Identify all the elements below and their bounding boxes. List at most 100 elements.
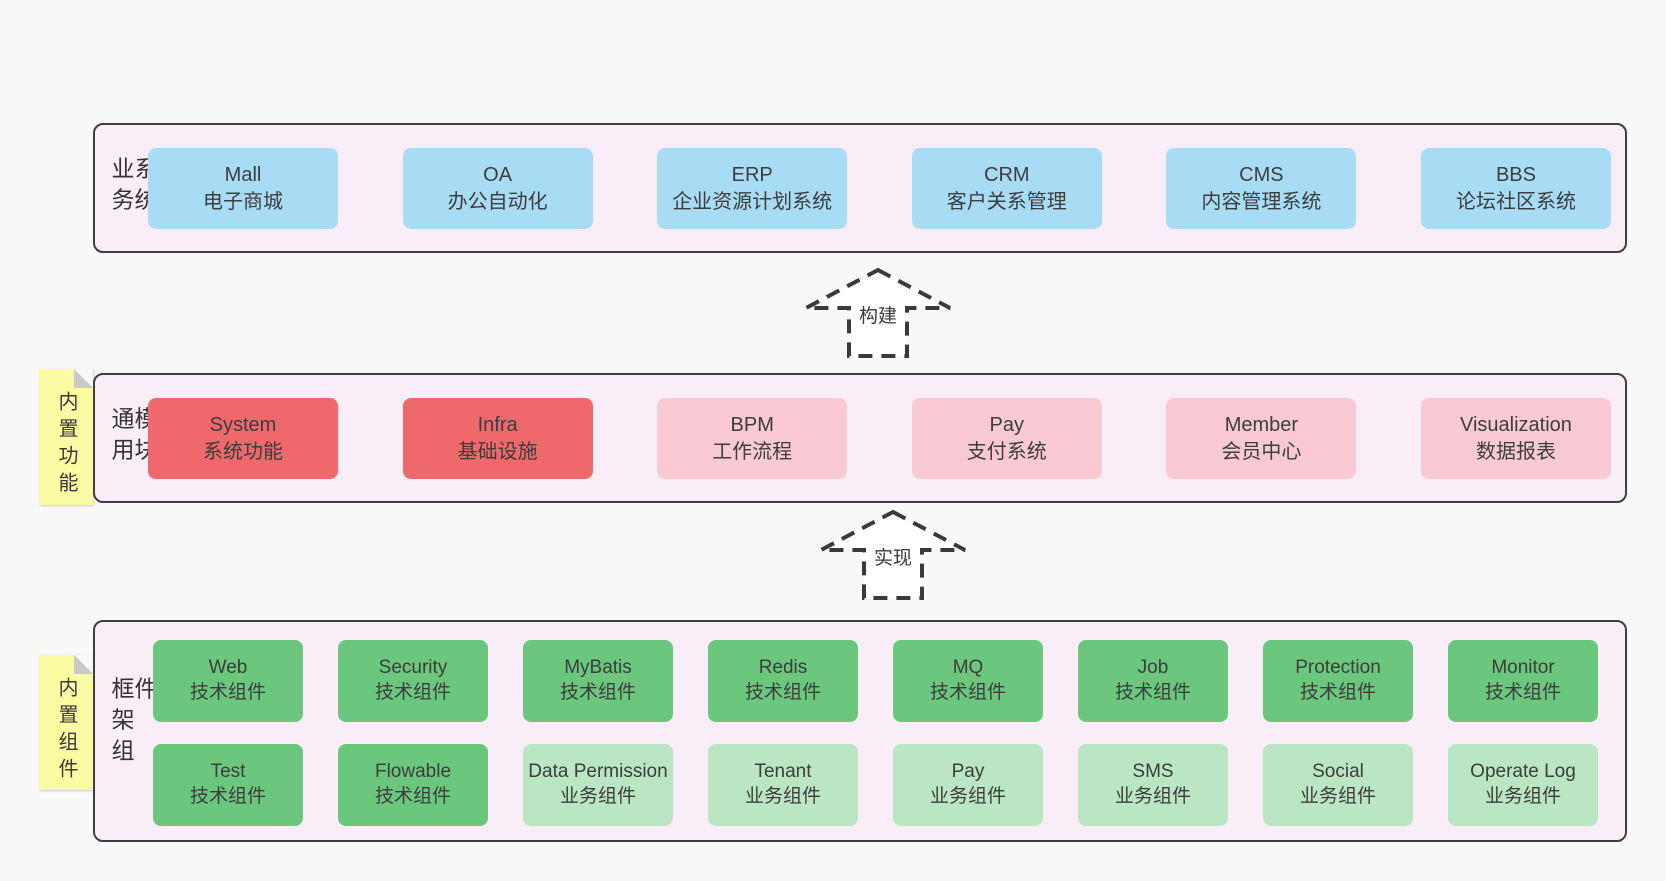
box-subtitle: 数据报表 bbox=[1475, 440, 1556, 463]
box-title: Social bbox=[1312, 761, 1364, 783]
box-pay-module: Pay 支付系统 bbox=[911, 398, 1102, 479]
box-title: Tenant bbox=[754, 761, 812, 783]
box-title: SMS bbox=[1132, 761, 1174, 783]
box-mq: MQ 技术组件 bbox=[893, 640, 1043, 722]
business-boxes-row: Mall 电子商城 OA 办公自动化 ERP 企业资源计划系统 CRM 客户关系… bbox=[148, 148, 1611, 229]
box-oa: OA 办公自动化 bbox=[402, 148, 593, 229]
box-subtitle: 内容管理系统 bbox=[1201, 190, 1322, 213]
sticky-built-in-components: 内置组件 bbox=[39, 655, 93, 790]
folded-corner-icon bbox=[74, 655, 93, 674]
box-infra: Infra 基础设施 bbox=[402, 398, 593, 479]
box-subtitle: 业务组件 bbox=[1484, 786, 1561, 807]
box-title: Data Permission bbox=[528, 761, 668, 783]
box-monitor: Monitor 技术组件 bbox=[1448, 640, 1598, 722]
box-title: MyBatis bbox=[564, 657, 632, 679]
modules-boxes-row: System 系统功能 Infra 基础设施 BPM 工作流程 Pay 支付系统… bbox=[148, 398, 1611, 479]
box-pay-component: Pay 业务组件 bbox=[893, 744, 1043, 826]
box-title: Infra bbox=[477, 413, 518, 436]
box-subtitle: 企业资源计划系统 bbox=[672, 190, 833, 213]
box-tenant: Tenant 业务组件 bbox=[708, 744, 858, 826]
box-subtitle: 业务组件 bbox=[929, 786, 1006, 807]
arrow-implement: 实现 bbox=[818, 508, 968, 602]
box-subtitle: 业务组件 bbox=[1299, 786, 1376, 807]
box-title: Job bbox=[1137, 657, 1169, 679]
box-title: BPM bbox=[730, 413, 774, 436]
box-bbs: BBS 论坛社区系统 bbox=[1420, 148, 1611, 229]
box-security: Security 技术组件 bbox=[338, 640, 488, 722]
sticky-text: 内置组件 bbox=[55, 677, 77, 785]
arrow-build: 构建 bbox=[803, 266, 953, 360]
sticky-built-in-features: 内置功能 bbox=[39, 369, 93, 505]
box-subtitle: 技术组件 bbox=[1299, 682, 1376, 703]
box-erp: ERP 企业资源计划系统 bbox=[657, 148, 848, 229]
box-subtitle: 技术组件 bbox=[189, 682, 266, 703]
box-subtitle: 系统功能 bbox=[203, 440, 283, 463]
box-crm: CRM 客户关系管理 bbox=[911, 148, 1102, 229]
box-title: BBS bbox=[1495, 163, 1536, 186]
sticky-text: 内置功能 bbox=[55, 391, 77, 499]
box-subtitle: 技术组件 bbox=[1114, 682, 1191, 703]
box-title: System bbox=[209, 413, 277, 436]
box-title: Monitor bbox=[1491, 657, 1555, 679]
box-member: Member 会员中心 bbox=[1166, 398, 1357, 479]
box-title: Member bbox=[1224, 413, 1299, 436]
box-subtitle: 电子商城 bbox=[203, 190, 283, 213]
components-row-1: Web 技术组件 Security 技术组件 MyBatis 技术组件 Redi… bbox=[153, 640, 1598, 722]
box-subtitle: 工作流程 bbox=[712, 440, 793, 463]
box-data-permission: Data Permission 业务组件 bbox=[523, 744, 673, 826]
box-title: CMS bbox=[1239, 163, 1284, 186]
box-mall: Mall 电子商城 bbox=[148, 148, 338, 229]
box-subtitle: 技术组件 bbox=[374, 682, 451, 703]
box-title: Flowable bbox=[374, 761, 452, 783]
band-common-modules: 通用模块 System 系统功能 Infra 基础设施 BPM 工作流程 Pay… bbox=[93, 373, 1627, 503]
box-subtitle: 业务组件 bbox=[744, 786, 821, 807]
box-subtitle: 客户关系管理 bbox=[946, 190, 1067, 213]
box-subtitle: 业务组件 bbox=[559, 786, 636, 807]
box-title: Security bbox=[378, 657, 448, 679]
box-mybatis: MyBatis 技术组件 bbox=[523, 640, 673, 722]
band-business-systems: 业务系统 Mall 电子商城 OA 办公自动化 ERP 企业资源计划系统 CRM… bbox=[93, 123, 1627, 253]
box-subtitle: 技术组件 bbox=[929, 682, 1006, 703]
box-subtitle: 基础设施 bbox=[457, 440, 538, 463]
box-subtitle: 会员中心 bbox=[1221, 440, 1302, 463]
box-web: Web 技术组件 bbox=[153, 640, 303, 722]
band-components-label: 框架组件 bbox=[108, 676, 157, 770]
box-operate-log: Operate Log 业务组件 bbox=[1448, 744, 1598, 826]
box-subtitle: 技术组件 bbox=[1484, 682, 1561, 703]
box-title: Test bbox=[210, 761, 246, 783]
band-framework-components: 框架组件 Web 技术组件 Security 技术组件 MyBatis 技术组件… bbox=[93, 620, 1627, 842]
box-sms: SMS 业务组件 bbox=[1078, 744, 1228, 826]
box-title: Web bbox=[208, 657, 248, 679]
box-protection: Protection 技术组件 bbox=[1263, 640, 1413, 722]
box-flowable: Flowable 技术组件 bbox=[338, 744, 488, 826]
box-social: Social 业务组件 bbox=[1263, 744, 1413, 826]
box-subtitle: 支付系统 bbox=[966, 440, 1047, 463]
box-subtitle: 技术组件 bbox=[374, 786, 451, 807]
box-title: ERP bbox=[731, 163, 773, 186]
box-subtitle: 论坛社区系统 bbox=[1455, 190, 1576, 213]
box-subtitle: 技术组件 bbox=[559, 682, 636, 703]
box-title: Pay bbox=[989, 413, 1025, 436]
box-title: Pay bbox=[951, 761, 985, 783]
box-subtitle: 技术组件 bbox=[744, 682, 821, 703]
box-visualization: Visualization 数据报表 bbox=[1420, 398, 1611, 479]
box-cms: CMS 内容管理系统 bbox=[1166, 148, 1357, 229]
box-title: OA bbox=[483, 163, 513, 186]
components-row-2: Test 技术组件 Flowable 技术组件 Data Permission … bbox=[153, 744, 1598, 826]
box-title: Operate Log bbox=[1470, 761, 1576, 783]
box-test: Test 技术组件 bbox=[153, 744, 303, 826]
box-subtitle: 办公自动化 bbox=[447, 190, 548, 213]
arrow-implement-label: 实现 bbox=[869, 542, 917, 571]
arrow-build-label: 构建 bbox=[854, 300, 902, 329]
box-title: Visualization bbox=[1460, 413, 1572, 436]
box-bpm: BPM 工作流程 bbox=[657, 398, 848, 479]
box-job: Job 技术组件 bbox=[1078, 640, 1228, 722]
box-title: Mall bbox=[224, 163, 262, 186]
box-title: MQ bbox=[952, 657, 984, 679]
box-system: System 系统功能 bbox=[148, 398, 338, 479]
box-subtitle: 技术组件 bbox=[189, 786, 266, 807]
box-redis: Redis 技术组件 bbox=[708, 640, 858, 722]
box-title: CRM bbox=[984, 163, 1030, 186]
box-title: Protection bbox=[1295, 657, 1381, 679]
